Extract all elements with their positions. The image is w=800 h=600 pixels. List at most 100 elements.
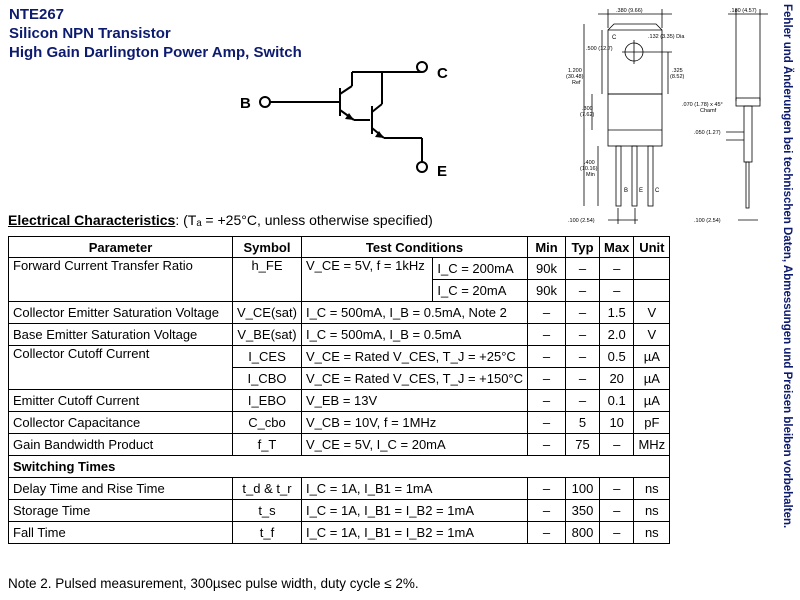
unit-cell <box>633 279 671 302</box>
dim-tab-height: .500 (12.7) <box>586 46 613 52</box>
dim-top-width: .380 (9.66) <box>616 8 643 14</box>
part-number: NTE267 <box>9 6 65 23</box>
cond-cell: I_C = 200mA <box>432 257 529 280</box>
footnote: Note 2. Pulsed measurement, 300µsec puls… <box>8 576 419 591</box>
cond-cell: V_CE = Rated V_CES, T_J = +25°C <box>300 345 529 368</box>
cond-cell: I_C = 500mA, I_B = 0.5mA, Note 2 <box>300 301 529 324</box>
electrical-characteristics-table: Parameter Symbol Test Conditions Min Typ… <box>7 236 671 544</box>
typ-cell: – <box>565 323 601 346</box>
max-cell: 10 <box>599 411 635 434</box>
max-cell: 1.5 <box>599 301 635 324</box>
table-section-row: Switching Times <box>7 455 671 478</box>
dim-lead-length-2: (10.16) <box>580 166 598 172</box>
table-row: Collector Capacitance C_cbo V_CB = 10V, … <box>8 411 671 434</box>
cond-cell: V_CE = 5V, f = 1kHz <box>300 257 434 302</box>
typ-cell: – <box>565 345 601 368</box>
symbol-cell: I_EBO <box>232 389 302 412</box>
table-row: Collector Cutoff Current I_CES V_CE = Ra… <box>8 345 671 390</box>
part-description: High Gain Darlington Power Amp, Switch <box>9 44 302 61</box>
min-cell: – <box>527 477 567 500</box>
max-cell: – <box>599 257 635 280</box>
table-row: Emitter Cutoff Current I_EBO V_EB = 13V … <box>8 389 671 412</box>
symbol-cell: I_CES <box>232 345 302 368</box>
disclaimer-text: Fehler und Änderungen bei technischen Da… <box>781 4 793 529</box>
max-cell: – <box>599 477 635 500</box>
cond-cell: V_CE = Rated V_CES, T_J = +150°C <box>300 367 529 390</box>
dim-hole-to-body: .325 <box>672 68 683 74</box>
dim-chamfer-1: .070 (1.78) x 45° <box>682 102 723 108</box>
dim-hole-to-body-mm: (8.52) <box>670 74 685 80</box>
max-cell: 2.0 <box>599 323 635 346</box>
max-cell: – <box>599 521 635 544</box>
param-cell: Collector Cutoff Current <box>8 345 233 390</box>
electrical-characteristics-heading: Electrical Characteristics: (Tₐ = +25°C,… <box>8 212 433 228</box>
symbol-cell: f_T <box>232 433 302 456</box>
param-cell: Storage Time <box>8 499 233 522</box>
max-cell: 20 <box>599 367 635 390</box>
unit-cell: MHz <box>633 433 671 456</box>
unit-cell: ns <box>633 499 671 522</box>
section-label-switching-times: Switching Times <box>7 455 671 478</box>
header-symbol: Symbol <box>232 236 302 258</box>
dim-overall-height-2: (30.48) <box>566 74 584 80</box>
symbol-cell: C_cbo <box>232 411 302 434</box>
unit-cell: pF <box>633 411 671 434</box>
table-row: Forward Current Transfer Ratio h_FE V_CE… <box>8 257 671 302</box>
dim-side-pitch: .100 (2.54) <box>694 218 721 224</box>
min-cell: – <box>527 389 567 412</box>
header-unit: Unit <box>633 236 671 258</box>
symbol-cell: t_f <box>232 521 302 544</box>
table-row: Delay Time and Rise Time t_d & t_r I_C =… <box>8 477 671 500</box>
table-header-row: Parameter Symbol Test Conditions Min Typ… <box>8 236 671 258</box>
symbol-cell: t_d & t_r <box>232 477 302 500</box>
table-row: Base Emitter Saturation Voltage V_BE(sat… <box>8 323 671 346</box>
darlington-schematic: B C E <box>240 61 448 180</box>
cond-cell: V_EB = 13V <box>300 389 529 412</box>
base-terminal-label: B <box>240 95 251 112</box>
lead-label-c: C <box>655 188 660 194</box>
ec-title: Electrical Characteristics <box>8 212 176 228</box>
min-cell: – <box>527 323 567 346</box>
min-cell: – <box>527 499 567 522</box>
dim-overall-height-3: Ref <box>572 80 581 86</box>
param-cell: Base Emitter Saturation Voltage <box>8 323 233 346</box>
max-cell: – <box>599 499 635 522</box>
dim-side-width: .180 (4.57) <box>730 8 757 14</box>
dim-thickness: .050 (1.27) <box>694 130 721 136</box>
unit-cell: ns <box>633 521 671 544</box>
symbol-cell: t_s <box>232 499 302 522</box>
datasheet-title: NTE267 Silicon NPN Transistor High Gain … <box>9 5 302 62</box>
symbol-cell: I_CBO <box>232 367 302 390</box>
dim-body-height: .300 <box>582 106 593 112</box>
table-row: Fall Time t_f I_C = 1A, I_B1 = I_B2 = 1m… <box>8 521 671 544</box>
param-cell: Forward Current Transfer Ratio <box>8 257 233 302</box>
lead-label-e: E <box>639 188 643 194</box>
tab-label: C <box>612 35 617 41</box>
param-cell: Emitter Cutoff Current <box>8 389 233 412</box>
typ-cell: – <box>565 257 601 280</box>
unit-cell: ns <box>633 477 671 500</box>
param-cell: Delay Time and Rise Time <box>8 477 233 500</box>
param-cell: Collector Capacitance <box>8 411 233 434</box>
dim-lead-length-1: .400 <box>584 160 595 166</box>
dim-overall-height-1: 1.200 <box>568 68 582 74</box>
symbol-cell: V_BE(sat) <box>232 323 302 346</box>
typ-cell: – <box>565 279 601 302</box>
min-cell: 90k <box>527 257 567 280</box>
cond-cell: V_CB = 10V, f = 1MHz <box>300 411 529 434</box>
dim-hole: .132 (3.35) Dia <box>648 34 685 40</box>
typ-cell: – <box>565 389 601 412</box>
cond-cell: I_C = 1A, I_B1 = I_B2 = 1mA <box>300 499 529 522</box>
param-cell: Gain Bandwidth Product <box>8 433 233 456</box>
cond-cell: I_C = 1A, I_B1 = 1mA <box>300 477 529 500</box>
unit-cell: µA <box>633 345 671 368</box>
symbol-cell: h_FE <box>232 257 302 302</box>
max-cell: 0.1 <box>599 389 635 412</box>
dim-lead-length-3: Min <box>586 172 595 178</box>
collector-terminal-label: C <box>437 65 448 82</box>
dim-body-height-mm: (7.62) <box>580 112 595 118</box>
header-test-conditions: Test Conditions <box>300 236 529 258</box>
min-cell: – <box>527 411 567 434</box>
unit-cell: µA <box>633 367 671 390</box>
dim-pitch: .100 (2.54) <box>568 218 595 224</box>
